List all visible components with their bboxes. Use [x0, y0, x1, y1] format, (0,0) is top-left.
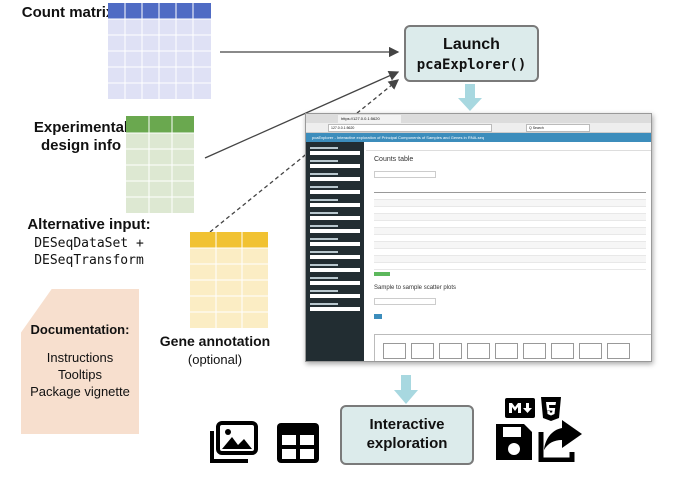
design-to-launch-arrow: [204, 70, 400, 159]
launch-to-app-arrow: [458, 84, 482, 111]
documentation-item: Instructions: [46, 350, 114, 365]
image-gallery-icon: [210, 421, 258, 463]
alternative-input-line-2: DESeqTransform: [34, 253, 144, 268]
annotation-table: [190, 232, 268, 328]
design-label: Experimental design info: [33, 119, 129, 154]
documentation-box: [21, 289, 139, 434]
count-matrix-grid: [108, 3, 211, 99]
gene-annotation-title: Gene annotation: [159, 333, 271, 349]
design-grid: [126, 116, 194, 213]
counts-select[interactable]: [374, 171, 436, 178]
scatter-section-title: Sample to sample scatter plots: [374, 285, 457, 291]
table-icon: [277, 423, 319, 463]
browser-urlbar: 127.0.0.1:5620 Q Search: [306, 123, 651, 133]
html5-icon: [541, 397, 561, 421]
counts-table: [374, 186, 646, 270]
gene-annotation-label: Gene annotation (optional): [150, 333, 280, 367]
documentation-item: Tooltips: [57, 367, 103, 382]
alternative-input-line-1: DESeqDataSet +: [34, 236, 144, 251]
documentation-title: Documentation:: [30, 322, 130, 337]
pairs-plot: [374, 334, 651, 361]
scatter-run-button[interactable]: [374, 314, 382, 319]
app-nav-tabs: [366, 142, 651, 151]
interactive-exploration-box: Interactive exploration: [340, 405, 474, 465]
design-table: [126, 116, 194, 213]
app-content: Counts table Sample to sample scatter pl…: [366, 142, 651, 361]
documentation-text: Documentation: Instructions Tooltips Pac…: [21, 322, 139, 399]
count-matrix-label: Count matrix: [21, 4, 115, 21]
browser-titlebar: https://127.0.0.1:5620: [306, 114, 651, 123]
app-to-output-arrow: [394, 375, 418, 404]
url-field[interactable]: 127.0.0.1:5620: [328, 124, 492, 132]
count-matrix-table: [108, 3, 211, 99]
interactive-exploration-title: Interactive exploration: [366, 416, 448, 452]
app-header: pcaExplorer - Interactive exploration of…: [306, 133, 651, 142]
browser-tab[interactable]: https://127.0.0.1:5620: [338, 115, 401, 123]
download-button[interactable]: [374, 272, 390, 276]
gene-annotation-optional: (optional): [187, 352, 243, 367]
save-icon: [496, 424, 532, 460]
markdown-icon: [505, 398, 535, 418]
documentation-item: Package vignette: [30, 384, 130, 399]
launch-function: pcaExplorer(): [416, 57, 527, 73]
scatter-select[interactable]: [374, 298, 436, 305]
launch-title: Launch: [443, 36, 500, 53]
alternative-input: Alternative input: DESeqDataSet + DESeqT…: [4, 216, 174, 268]
app-sidebar: [306, 142, 364, 361]
alternative-input-title: Alternative input:: [27, 216, 151, 233]
annotation-to-launch-arrow: [209, 79, 400, 233]
counts-table-title: Counts table: [374, 156, 414, 163]
annotation-grid: [190, 232, 268, 328]
browser-search-field[interactable]: Q Search: [526, 124, 590, 132]
app-screenshot: https://127.0.0.1:5620 127.0.0.1:5620 Q …: [305, 113, 652, 362]
export-share-icon: [538, 420, 582, 462]
launch-box: Launch pcaExplorer(): [404, 25, 539, 82]
